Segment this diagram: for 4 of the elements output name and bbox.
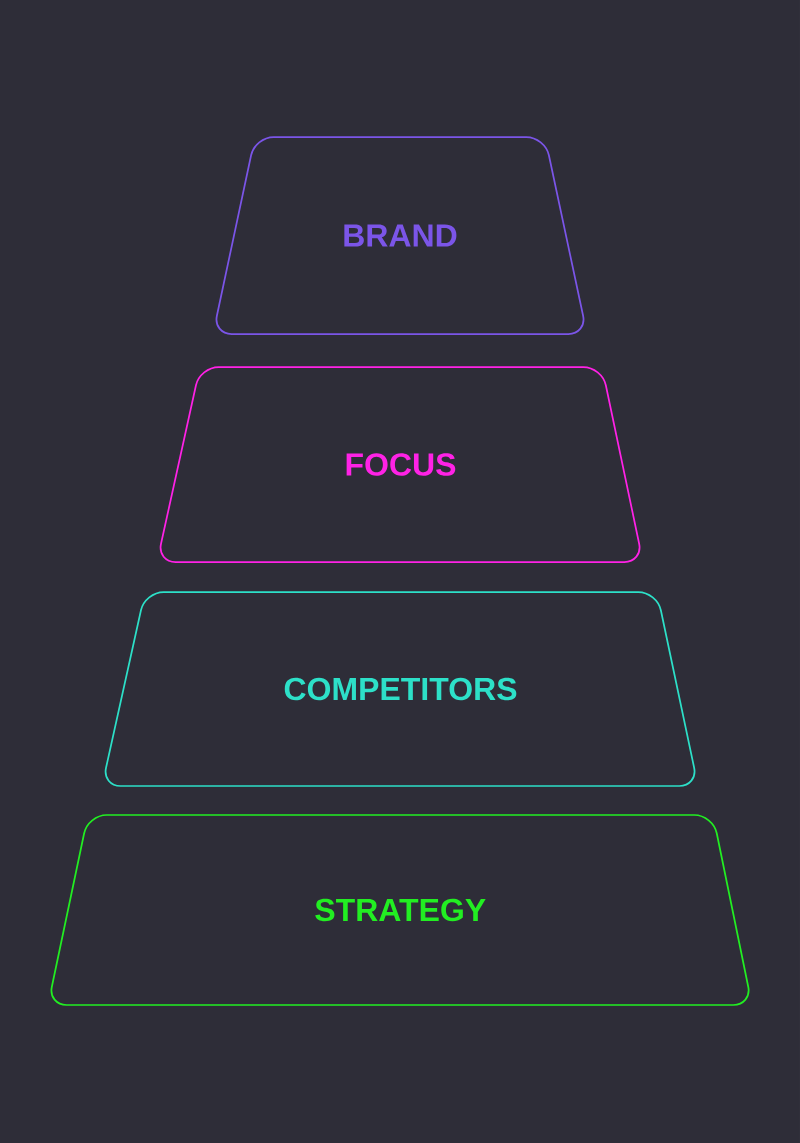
trapezoid-box: BRAND [215,136,585,335]
trapezoid-box: COMPETITORS [104,591,696,787]
trapezoid-box: FOCUS [159,366,641,563]
trapezoid-box: STRATEGY [50,814,750,1006]
